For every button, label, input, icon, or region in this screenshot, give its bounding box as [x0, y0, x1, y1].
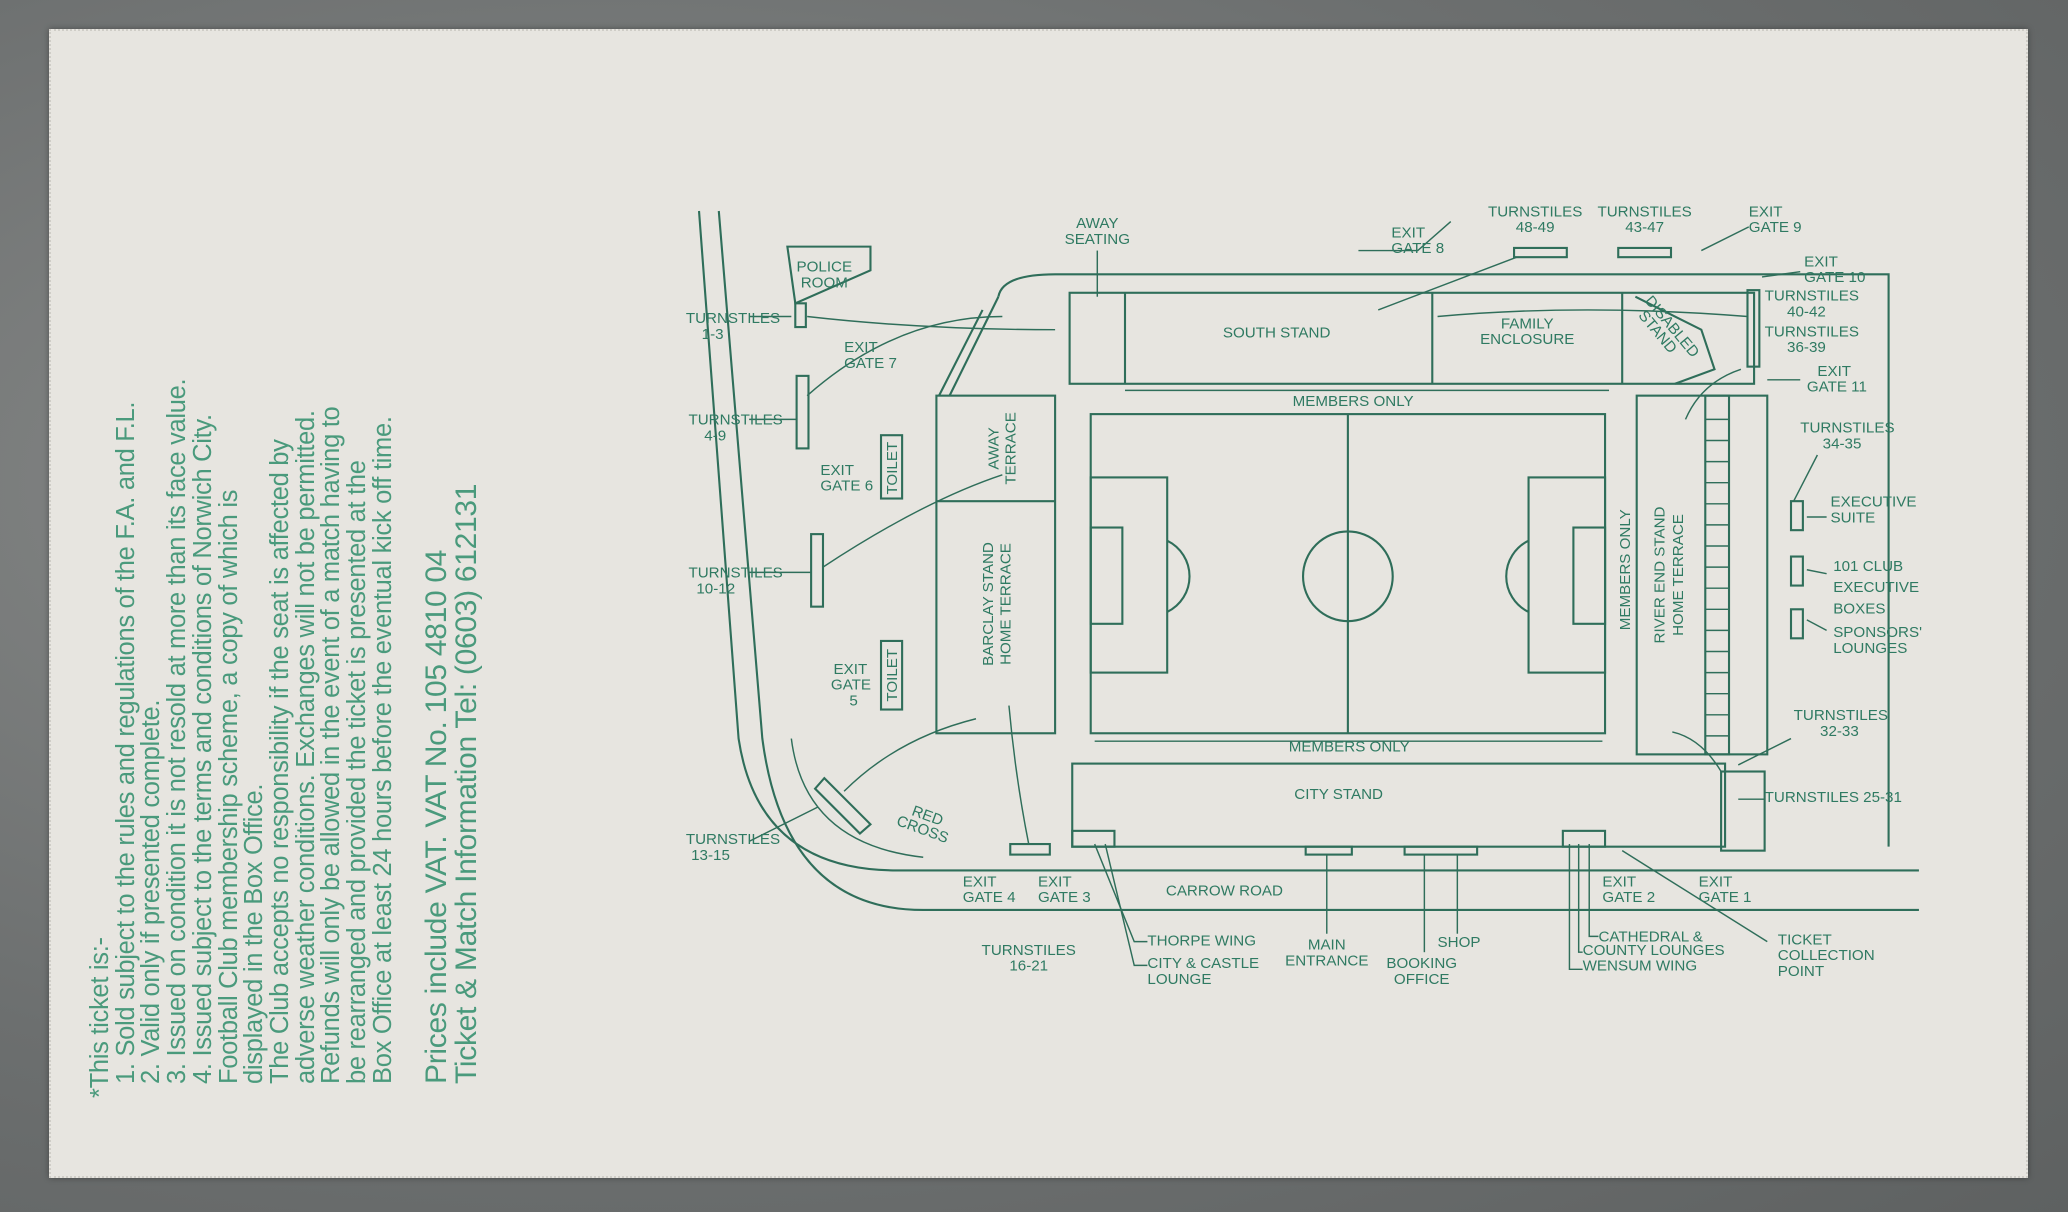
- label-barclay-stand: BARCLAY STANDHOME TERRACE: [980, 542, 1014, 666]
- label-turnstiles-25-31: TURNSTILES 25-31: [1765, 789, 1902, 806]
- label-members-only-south: MEMBERS ONLY: [1293, 393, 1414, 410]
- label-toilet: TOILET: [884, 649, 901, 702]
- south-stand: [1068, 291, 1756, 385]
- label-river-end-stand: RIVER END STANDHOME TERRACE: [1651, 506, 1686, 643]
- direction-arrows: [806, 221, 1748, 845]
- label-red-cross: REDCROSS: [894, 799, 955, 847]
- river-end-stand: [1635, 394, 1769, 756]
- barclay-stand: [935, 394, 1057, 735]
- label-thorpe-wing: THORPE WING: [1147, 933, 1256, 950]
- label-sponsors-lounges: SPONSORS'LOUNGES: [1833, 624, 1922, 657]
- label-shop: SHOP: [1438, 934, 1481, 951]
- label-south-stand: SOUTH STAND: [1223, 325, 1331, 342]
- label-members-only-city: MEMBERS ONLY: [1289, 739, 1410, 756]
- label-members-only-river: MEMBERS ONLY: [1617, 509, 1634, 630]
- city-stand: [1071, 762, 1727, 848]
- label-away-terrace: AWAYTERRACE: [985, 412, 1019, 484]
- label-disabled-stand: DISABLEDSTAND: [1630, 293, 1702, 371]
- ticket-back: [49, 29, 2028, 1178]
- leader-lines: [748, 226, 1827, 971]
- roads: [697, 210, 1919, 912]
- label-toilet: TOILET: [884, 442, 901, 495]
- label-carrow-road: CARROW ROAD: [1166, 882, 1283, 899]
- label-city-stand: CITY STAND: [1294, 786, 1383, 803]
- pitch: [1089, 413, 1607, 735]
